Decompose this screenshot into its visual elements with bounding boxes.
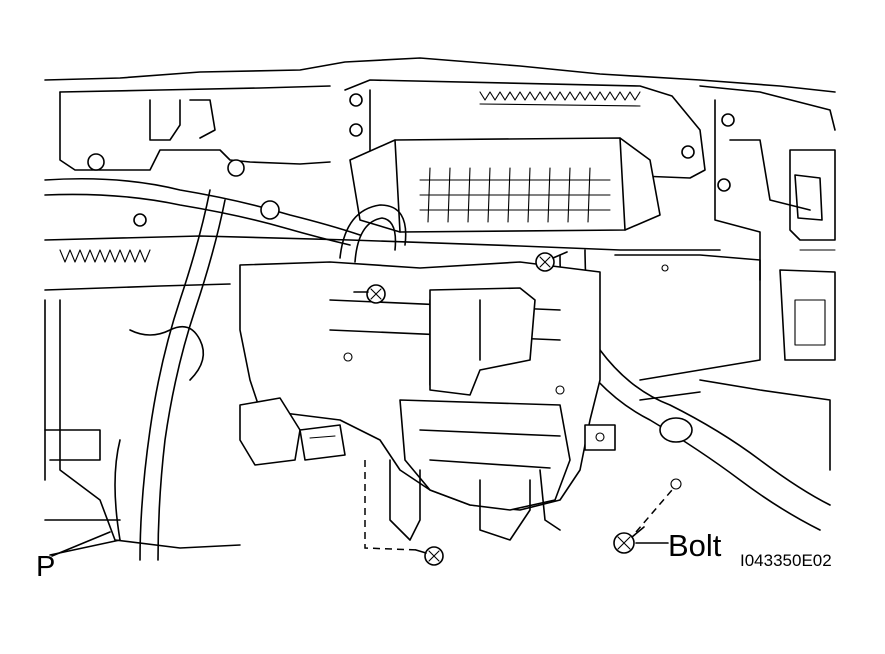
- frame-nuts: [87, 93, 735, 227]
- partial-label: P: [36, 551, 55, 583]
- bolt-icon: [353, 284, 386, 304]
- bolt-icon: [613, 526, 645, 554]
- figure-code: I043350E02: [740, 551, 832, 570]
- duct-grille: [419, 167, 611, 223]
- blower-unit: [239, 137, 682, 541]
- bolt-icon: [535, 251, 568, 272]
- install-line: [635, 489, 673, 533]
- bolt-icon: [415, 546, 444, 566]
- partial-leader: [51, 531, 111, 557]
- clip-icon: [584, 424, 616, 451]
- dashboard-frame: [44, 57, 836, 556]
- install-line: [364, 460, 419, 551]
- bolt-label: Bolt: [668, 528, 722, 563]
